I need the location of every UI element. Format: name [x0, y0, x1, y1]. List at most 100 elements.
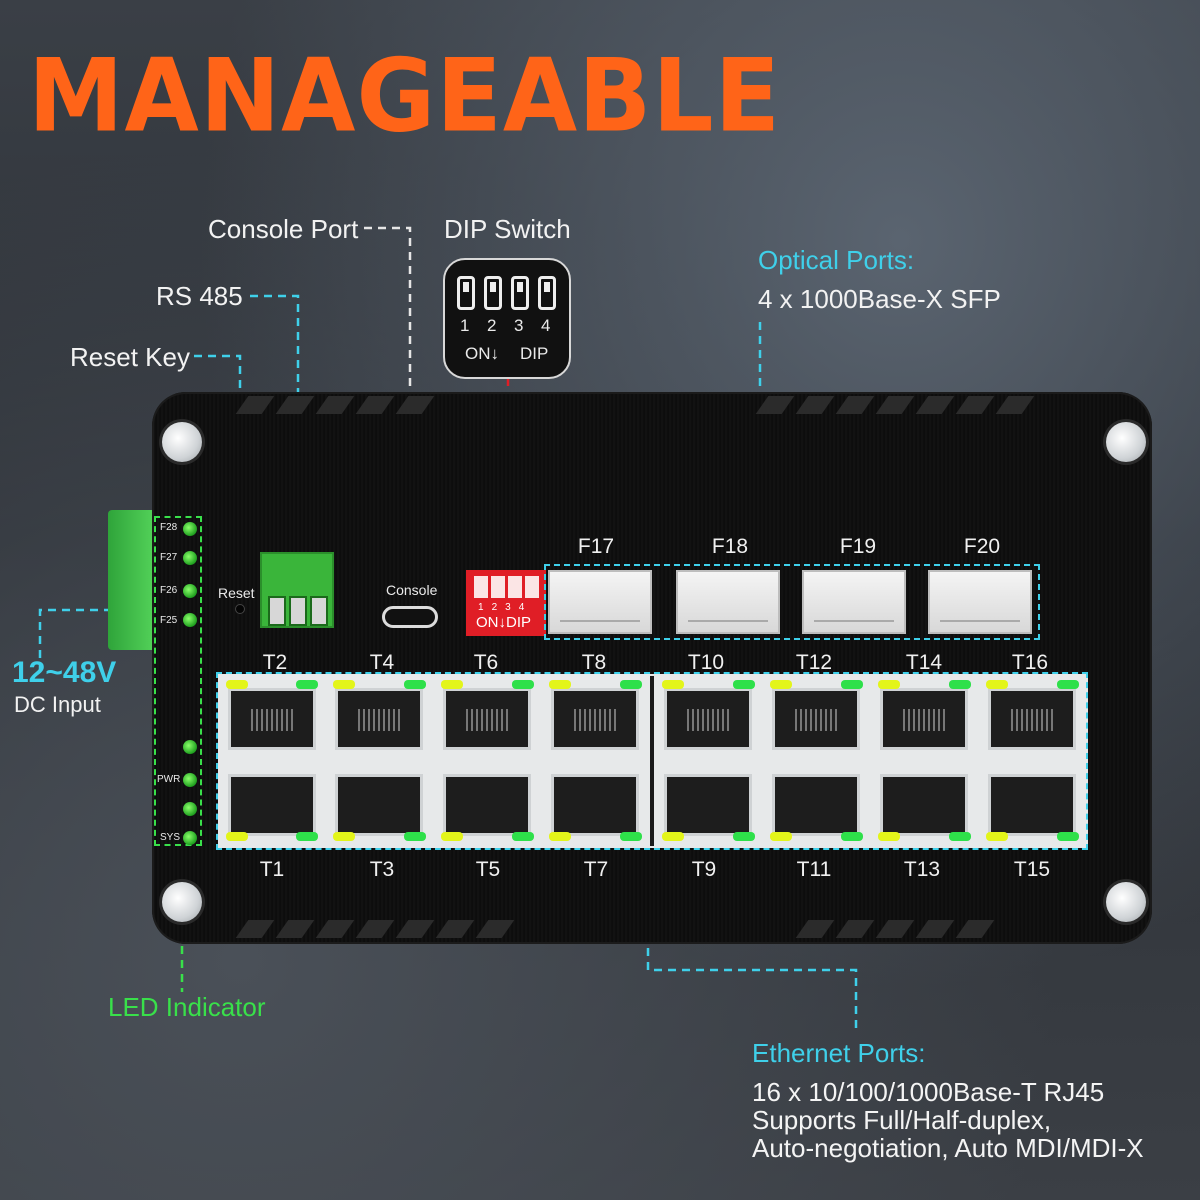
sfp-label-f18: F18	[711, 535, 749, 558]
optical-ports-frame	[544, 564, 1040, 640]
reset-button[interactable]	[235, 604, 245, 614]
dip-on-label: ON↓	[465, 344, 500, 363]
optical-ports-desc: 4 x 1000Base-X SFP	[758, 284, 1001, 314]
port-led-link	[226, 832, 248, 841]
dip-switch[interactable]: 1234 ON↓DIP	[466, 570, 546, 636]
port-led-act	[949, 680, 971, 689]
screw-icon	[162, 882, 202, 922]
port-label-t8: T8	[581, 651, 607, 674]
rj45-port-t16[interactable]	[988, 688, 1076, 750]
port-led-act	[1057, 680, 1079, 689]
port-label-t9: T9	[691, 858, 717, 881]
rj45-port-t12[interactable]	[772, 688, 860, 750]
led-label-f25: F25	[160, 615, 178, 626]
led-unlabeled	[183, 740, 197, 754]
port-led-act	[841, 680, 863, 689]
sfp-label-f20: F20	[963, 535, 1001, 558]
ethernet-desc-line-3: Auto-negotiation, Auto MDI/MDI-X	[752, 1133, 1144, 1163]
led-label-f28: F28	[160, 522, 178, 533]
port-label-t6: T6	[473, 651, 499, 674]
heatsink-fin	[915, 396, 955, 414]
dip-dip-label: DIP	[520, 344, 549, 363]
dip-toggle-2	[484, 276, 502, 310]
led-indicator-callout: LED Indicator	[108, 992, 266, 1022]
port-led-act	[620, 832, 642, 841]
rj45-port-t1[interactable]	[228, 774, 316, 836]
sfp-port-f19[interactable]	[802, 570, 906, 634]
ethernet-ports-title: Ethernet Ports:	[752, 1038, 926, 1068]
rj45-port-t8[interactable]	[551, 688, 639, 750]
port-led-link	[878, 680, 900, 689]
terminal-slot	[310, 596, 328, 626]
sfp-port-f18[interactable]	[676, 570, 780, 634]
rj45-port-t15[interactable]	[988, 774, 1076, 836]
port-label-t14: T14	[905, 651, 943, 674]
rj45-port-t14[interactable]	[880, 688, 968, 750]
sfp-port-f17[interactable]	[548, 570, 652, 634]
arrow-down-icon: ↓	[490, 344, 500, 363]
port-led-link	[662, 680, 684, 689]
screw-icon	[1106, 422, 1146, 462]
heatsink-fin	[835, 396, 875, 414]
console-label: Console	[386, 582, 438, 598]
heatsink-fin	[875, 396, 915, 414]
heatsink-fin	[235, 920, 275, 938]
heatsink-fin	[875, 920, 915, 938]
rj45-port-t13[interactable]	[880, 774, 968, 836]
rj45-port-t9[interactable]	[664, 774, 752, 836]
port-led-act	[512, 680, 534, 689]
rj45-port-t7[interactable]	[551, 774, 639, 836]
port-led-act	[1057, 832, 1079, 841]
screw-icon	[162, 422, 202, 462]
port-led-act	[949, 832, 971, 841]
console-usb-c-port[interactable]	[382, 606, 438, 628]
heatsink-fin	[275, 920, 315, 938]
port-label-t11: T11	[796, 858, 832, 881]
port-led-link	[441, 832, 463, 841]
port-led-link	[549, 832, 571, 841]
led-unlabeled	[183, 802, 197, 816]
port-label-t15: T15	[1013, 858, 1051, 881]
led-f27	[183, 551, 197, 565]
heatsink-fin	[475, 920, 515, 938]
heatsink-fin	[315, 396, 355, 414]
port-label-t2: T2	[262, 651, 288, 674]
port-divider	[650, 676, 654, 846]
dip-toggle-1	[457, 276, 475, 310]
heatsink-fin	[355, 920, 395, 938]
dip-key	[508, 576, 522, 598]
dip-key	[525, 576, 539, 598]
rj45-port-t4[interactable]	[335, 688, 423, 750]
voltage-label: 12~48V	[12, 656, 117, 689]
port-led-link	[770, 832, 792, 841]
port-led-act	[296, 680, 318, 689]
rj45-port-t6[interactable]	[443, 688, 531, 750]
port-label-t10: T10	[687, 651, 725, 674]
rj45-port-t2[interactable]	[228, 688, 316, 750]
rj45-port-t11[interactable]	[772, 774, 860, 836]
port-led-link	[878, 832, 900, 841]
ethernet-ports-frame	[216, 672, 1088, 850]
port-label-t3: T3	[369, 858, 395, 881]
dip-number-4: 4	[541, 316, 551, 335]
rj45-port-t3[interactable]	[335, 774, 423, 836]
dip-switch-closeup: 1 2 3 4 ON↓ DIP	[443, 258, 571, 379]
rj45-port-t10[interactable]	[664, 688, 752, 750]
port-led-act	[841, 832, 863, 841]
led-indicator-panel	[154, 516, 202, 846]
sfp-label-f19: F19	[839, 535, 877, 558]
heatsink-fin	[955, 920, 995, 938]
sfp-port-f20[interactable]	[928, 570, 1032, 634]
led-label-f27: F27	[160, 552, 178, 563]
port-led-link	[986, 832, 1008, 841]
port-label-t16: T16	[1011, 651, 1049, 674]
port-label-t13: T13	[903, 858, 941, 881]
led-label-pwr: PWR	[157, 774, 181, 785]
dip-number-3: 3	[514, 316, 524, 335]
rj45-port-t5[interactable]	[443, 774, 531, 836]
switch-body	[152, 392, 1152, 944]
rs485-callout: RS 485	[156, 281, 243, 311]
heatsink-fin	[795, 396, 835, 414]
dip-number-1: 1	[460, 316, 470, 335]
port-led-link	[770, 680, 792, 689]
